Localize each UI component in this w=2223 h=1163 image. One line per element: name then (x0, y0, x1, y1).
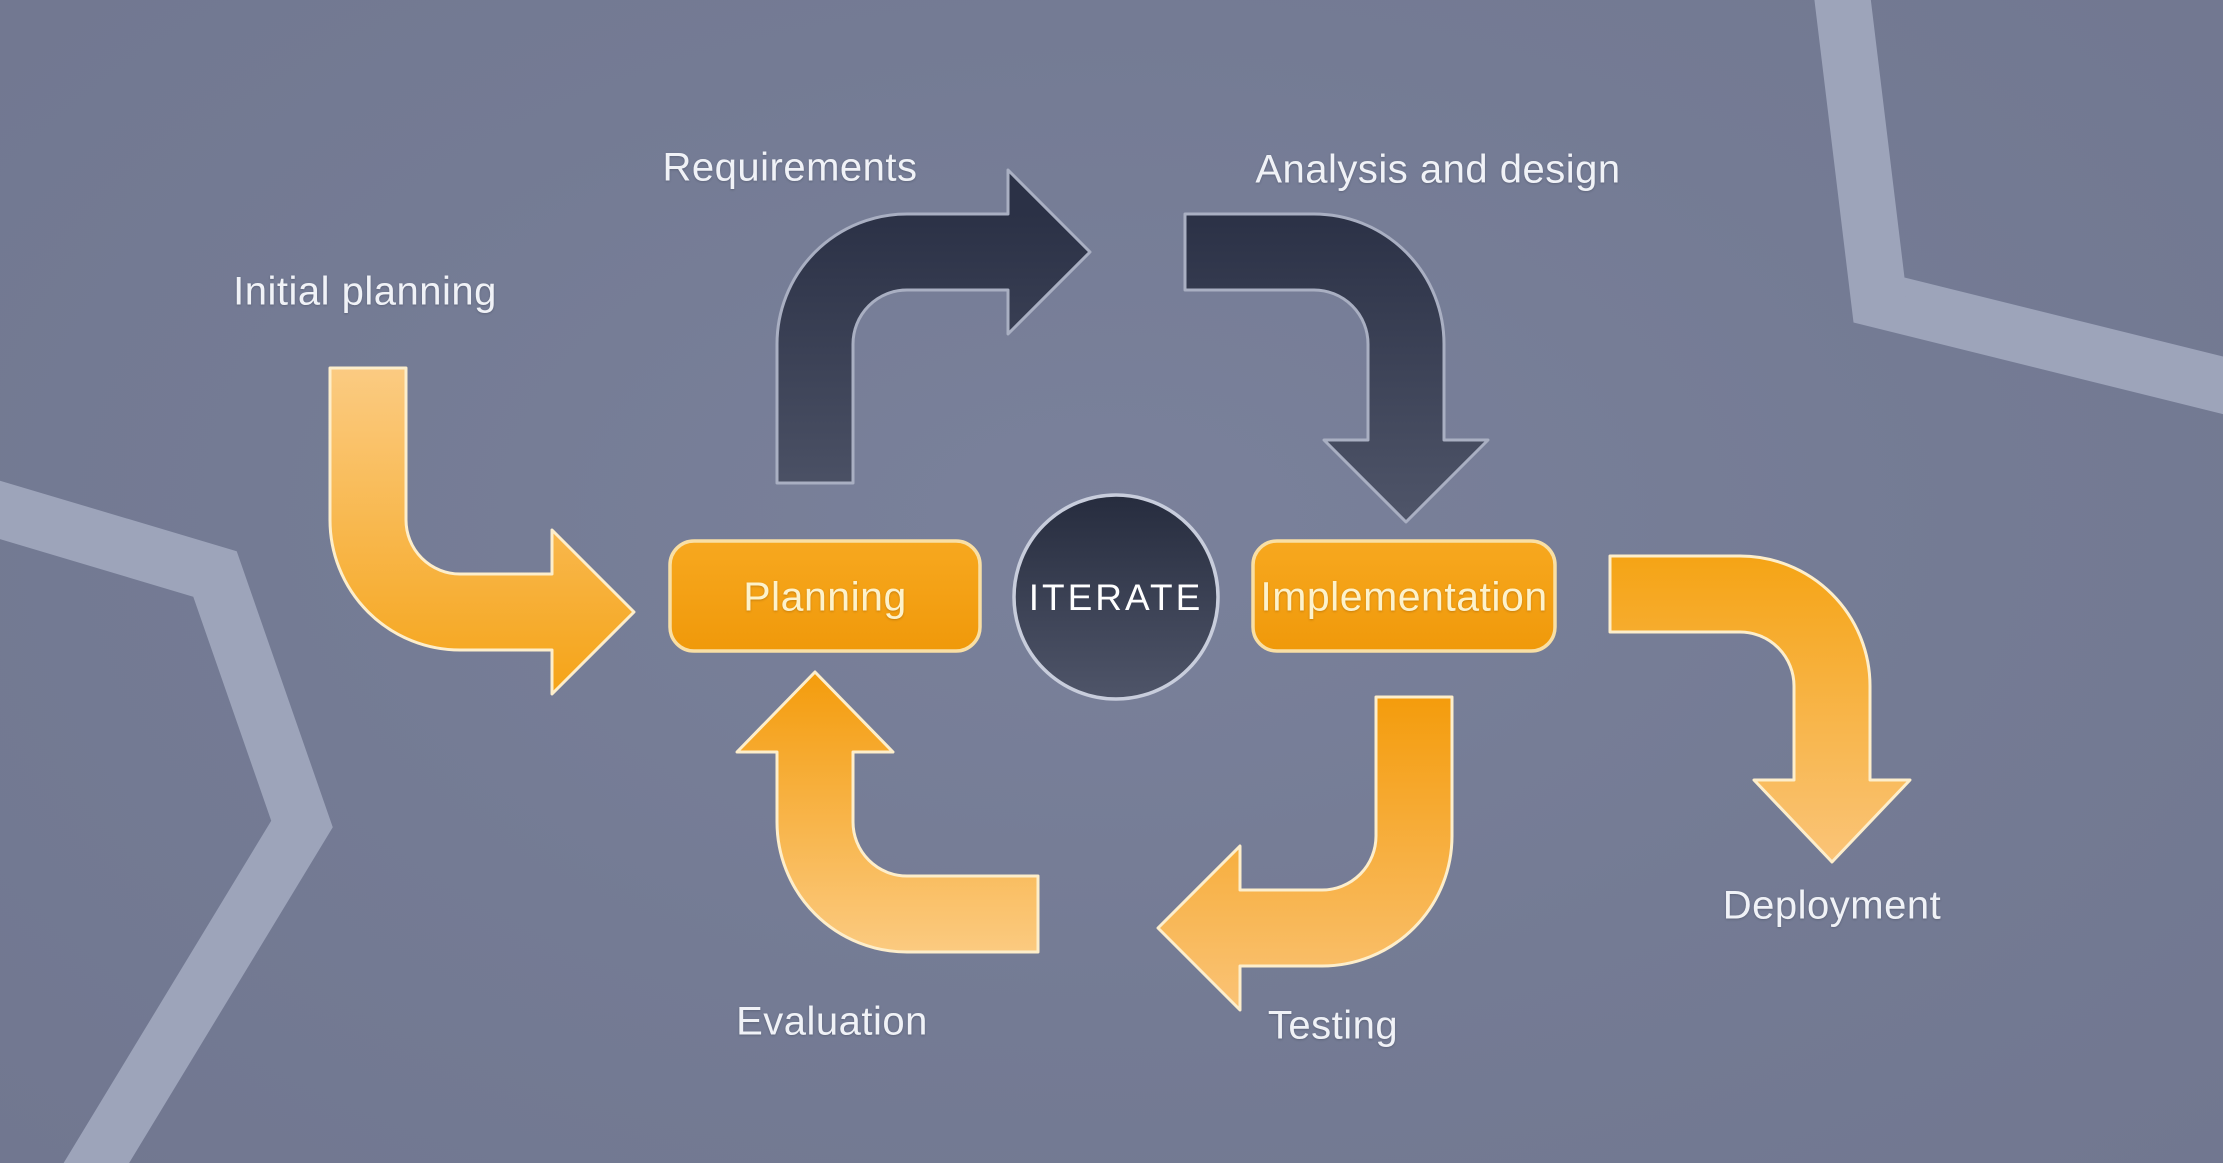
analysis-design-label: Analysis and design (1255, 147, 1621, 192)
deployment-label: Deployment (1722, 883, 1942, 928)
evaluation-arrow (735, 670, 1040, 954)
planning-node (668, 539, 982, 653)
iterate-circle (1012, 493, 1220, 701)
initial-planning-label: Initial planning (233, 269, 497, 314)
planning-node-label: Planning (743, 573, 907, 620)
analysis-design-arrow (1183, 212, 1490, 524)
implementation-node (1251, 539, 1557, 653)
deployment-arrow (1608, 554, 1912, 864)
iterate-circle-label: ITERATE (1028, 577, 1204, 618)
testing-label: Testing (1267, 1003, 1399, 1048)
implementation-node-label: Implementation (1260, 573, 1548, 620)
requirements-label: Requirements (662, 145, 918, 190)
hexagon-decoration-right (1814, 0, 2223, 415)
testing-arrow (1156, 695, 1454, 1012)
evaluation-label: Evaluation (736, 999, 928, 1044)
hexagon-decoration-left (0, 480, 333, 1163)
initial-planning-arrow (328, 366, 636, 696)
requirements-arrow (775, 168, 1092, 485)
